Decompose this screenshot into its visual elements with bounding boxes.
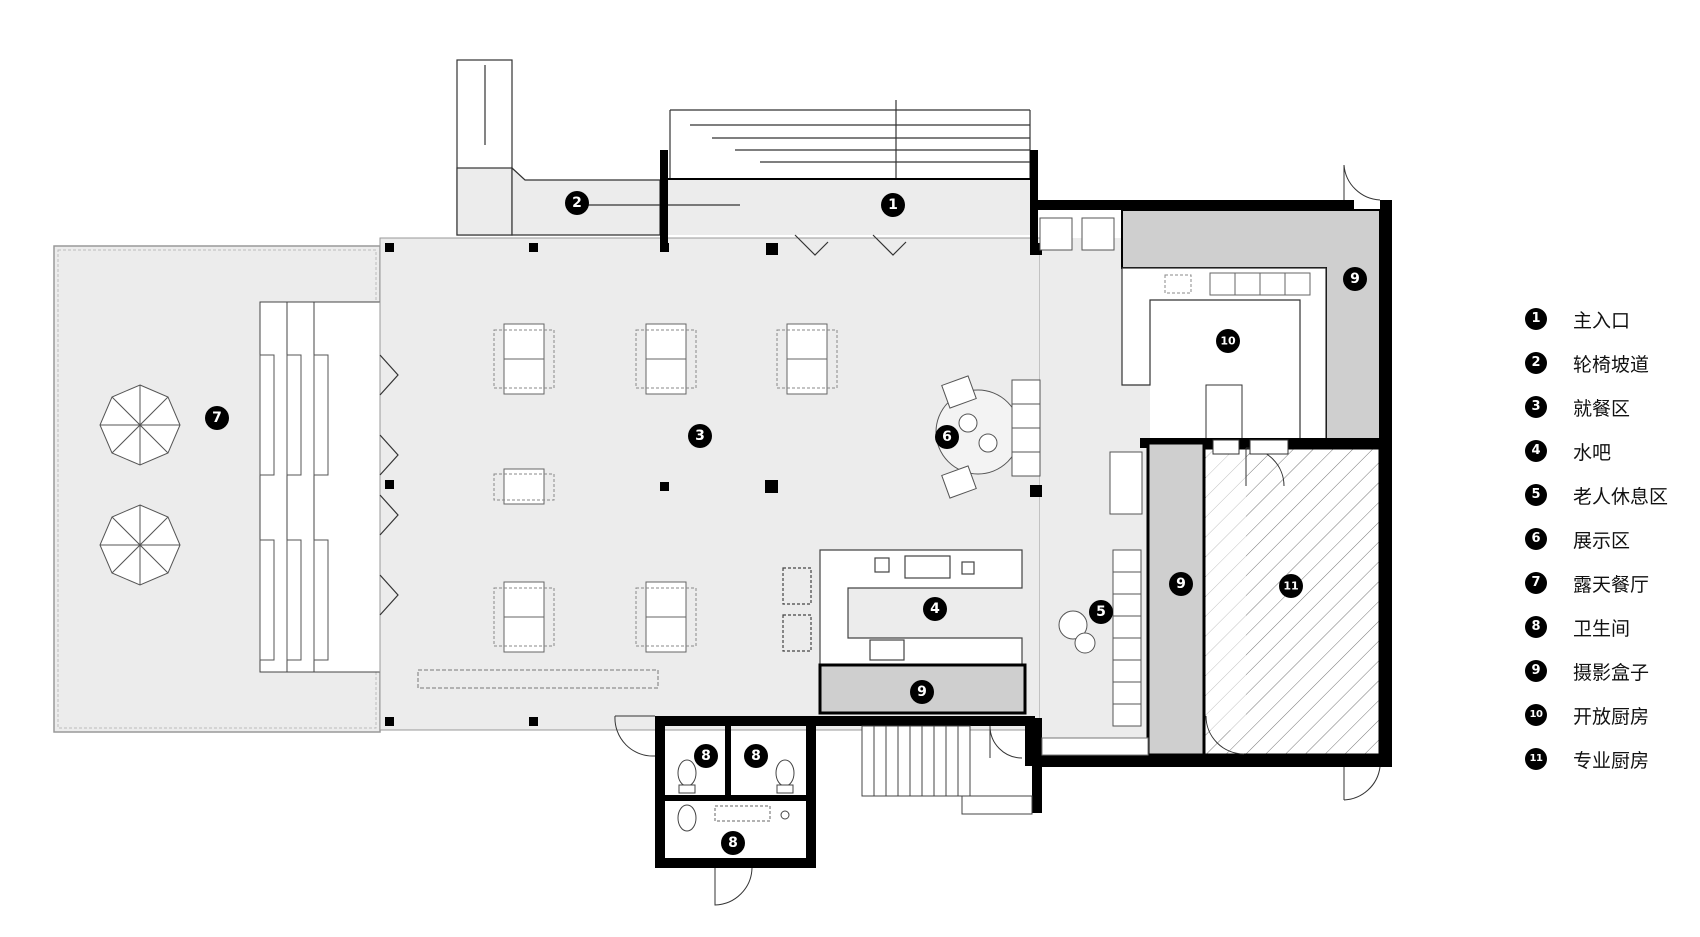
svg-text:9: 9 [1350,271,1360,287]
legend-item: 1 主入口 [1525,305,1700,335]
legend-item: 7 露天餐厅 [1525,569,1700,599]
legend-number: 5 [1525,484,1547,506]
marker-8b: 8 [744,744,768,768]
svg-text:10: 10 [1220,335,1236,348]
legend-label: 卫生间 [1573,618,1631,640]
legend-number: 4 [1525,440,1547,462]
svg-text:6: 6 [942,429,952,445]
svg-text:1: 1 [888,197,898,213]
svg-text:2: 2 [572,195,582,211]
dining-hall [379,237,1150,758]
marker-6: 6 [935,425,959,449]
svg-text:8: 8 [701,748,711,764]
legend-label: 老人休息区 [1573,486,1669,508]
legend-label: 摄影盒子 [1573,662,1650,684]
svg-text:5: 5 [1096,604,1106,620]
legend-item: 9 摄影盒子 [1525,657,1700,687]
marker-8a: 8 [694,744,718,768]
marker-4: 4 [923,597,947,621]
legend-item: 10 开放厨房 [1525,701,1700,731]
water-bar [782,549,1023,666]
marker-11: 11 [1279,574,1303,598]
legend-number: 8 [1525,616,1547,638]
legend-item: 5 老人休息区 [1525,481,1700,511]
legend-number: 7 [1525,572,1547,594]
legend-label: 专业厨房 [1573,750,1650,772]
legend-label: 开放厨房 [1573,706,1650,728]
marker-1: 1 [881,193,905,217]
svg-text:7: 7 [212,410,222,426]
dining-chairs [493,329,838,647]
marker-7: 7 [205,406,229,430]
legend-number: 6 [1525,528,1547,550]
svg-text:8: 8 [751,748,761,764]
legend-number: 1 [1525,308,1547,330]
legend-number: 9 [1525,660,1547,682]
legend-label: 主入口 [1573,310,1631,332]
legend-item: 4 水吧 [1525,437,1700,467]
marker-5: 5 [1089,600,1113,624]
legend-item: 6 展示区 [1525,525,1700,555]
entrance-ramp [456,59,1038,256]
marker-9c: 9 [910,680,934,704]
legend-label: 展示区 [1573,530,1631,552]
umbrella-icon [99,504,181,586]
marker-3: 3 [688,424,712,448]
display-area [935,375,1041,499]
svg-text:11: 11 [1283,580,1298,593]
legend-label: 水吧 [1573,442,1612,464]
umbrella-icon [99,384,181,466]
elder-rest-area [1058,451,1143,727]
legend-label: 露天餐厅 [1573,574,1650,596]
toilets-block [614,715,1042,906]
west-doors [379,354,399,616]
legend-item: 8 卫生间 [1525,613,1700,643]
marker-2: 2 [565,191,589,215]
legend-number: 3 [1525,396,1547,418]
marker-9a: 9 [1343,267,1367,291]
legend-number: 10 [1525,704,1547,726]
marker-9b: 9 [1169,572,1193,596]
legend-number: 11 [1525,748,1547,770]
svg-text:4: 4 [930,601,940,617]
kitchen-block [1030,164,1392,801]
legend-label: 轮椅坡道 [1573,354,1650,376]
legend-number: 2 [1525,352,1547,374]
legend-item: 2 轮椅坡道 [1525,349,1700,379]
legend-item: 3 就餐区 [1525,393,1700,423]
marker-8c: 8 [721,831,745,855]
svg-text:9: 9 [1176,576,1186,592]
legend-label: 就餐区 [1573,398,1631,420]
outdoor-dining-area [53,245,381,733]
svg-text:8: 8 [728,835,738,851]
svg-text:3: 3 [695,428,705,444]
legend-item: 11 专业厨房 [1525,745,1700,775]
dining-tables [503,323,828,653]
svg-text:9: 9 [917,684,927,700]
marker-10: 10 [1216,329,1240,353]
